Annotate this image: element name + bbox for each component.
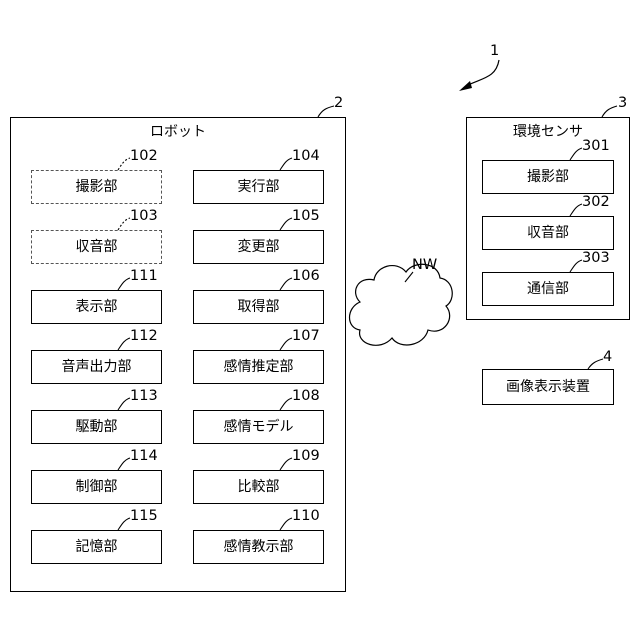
robot-unit-112-box: 音声出力部: [31, 350, 162, 384]
robot-unit-113-ref-number: 113: [130, 389, 158, 404]
robot-unit-112-label: 音声出力部: [62, 360, 132, 374]
robot-unit-111-box: 表示部: [31, 290, 162, 324]
sensor-unit-302-box: 収音部: [482, 216, 614, 250]
robot-unit-109-ref-number: 109: [292, 449, 320, 464]
image-display-device-box: 画像表示装置: [482, 369, 614, 405]
robot-ref-number: 2: [334, 96, 343, 111]
robot-unit-108-ref-number: 108: [292, 389, 320, 404]
sensor-unit-302-ref-number: 302: [582, 195, 610, 210]
robot-unit-106-ref-number: 106: [292, 269, 320, 284]
robot-unit-103-ref-number: 103: [130, 209, 158, 224]
robot-unit-107-box: 感情推定部: [193, 350, 324, 384]
robot-unit-111-label: 表示部: [76, 300, 118, 314]
environment-sensor-ref-number: 3: [618, 96, 627, 111]
robot-unit-114-box: 制御部: [31, 470, 162, 504]
robot-unit-106-box: 取得部: [193, 290, 324, 324]
robot-unit-114-label: 制御部: [76, 480, 118, 494]
robot-unit-110-ref-number: 110: [292, 509, 320, 524]
sensor-unit-303-box: 通信部: [482, 272, 614, 306]
robot-unit-104-ref-number: 104: [292, 149, 320, 164]
robot-unit-105-box: 変更部: [193, 230, 324, 264]
robot-unit-115-box: 記憶部: [31, 530, 162, 564]
sensor-unit-301-box: 撮影部: [482, 160, 614, 194]
network-label: NW: [412, 258, 437, 273]
robot-unit-105-ref-number: 105: [292, 209, 320, 224]
robot-unit-107-label: 感情推定部: [224, 360, 294, 374]
sensor-unit-303-ref-number: 303: [582, 251, 610, 266]
robot-unit-115-ref-number: 115: [130, 509, 158, 524]
robot-unit-104-box: 実行部: [193, 170, 324, 204]
sensor-unit-302-label: 収音部: [527, 226, 569, 240]
robot-unit-115-label: 記憶部: [76, 540, 118, 554]
sensor-unit-303-label: 通信部: [527, 282, 569, 296]
robot-unit-113-label: 駆動部: [76, 420, 118, 434]
robot-unit-113-box: 駆動部: [31, 410, 162, 444]
robot-unit-103-box: 収音部: [31, 230, 162, 264]
robot-unit-102-label: 撮影部: [76, 180, 118, 194]
robot-unit-108-box: 感情モデル: [193, 410, 324, 444]
sensor-unit-301-label: 撮影部: [527, 170, 569, 184]
image-display-device-ref-number: 4: [603, 350, 612, 365]
image-display-device-label: 画像表示装置: [506, 380, 590, 394]
robot-unit-110-box: 感情教示部: [193, 530, 324, 564]
robot-unit-114-ref-number: 114: [130, 449, 158, 464]
robot-unit-112-ref-number: 112: [130, 329, 158, 344]
robot-unit-109-label: 比較部: [238, 480, 280, 494]
robot-unit-104-label: 実行部: [238, 180, 280, 194]
robot-unit-106-label: 取得部: [238, 300, 280, 314]
robot-unit-111-ref-number: 111: [130, 269, 158, 284]
robot-unit-105-label: 変更部: [238, 240, 280, 254]
robot-unit-109-box: 比較部: [193, 470, 324, 504]
robot-unit-102-box: 撮影部: [31, 170, 162, 204]
environment-sensor-title: 環境センサ: [466, 125, 630, 139]
robot-unit-103-label: 収音部: [76, 240, 118, 254]
robot-title: ロボット: [10, 125, 346, 139]
system-ref-number: 1: [490, 44, 499, 59]
robot-unit-110-label: 感情教示部: [224, 540, 294, 554]
sensor-unit-301-ref-number: 301: [582, 139, 610, 154]
robot-unit-102-ref-number: 102: [130, 149, 158, 164]
robot-unit-108-label: 感情モデル: [224, 420, 294, 434]
robot-unit-107-ref-number: 107: [292, 329, 320, 344]
